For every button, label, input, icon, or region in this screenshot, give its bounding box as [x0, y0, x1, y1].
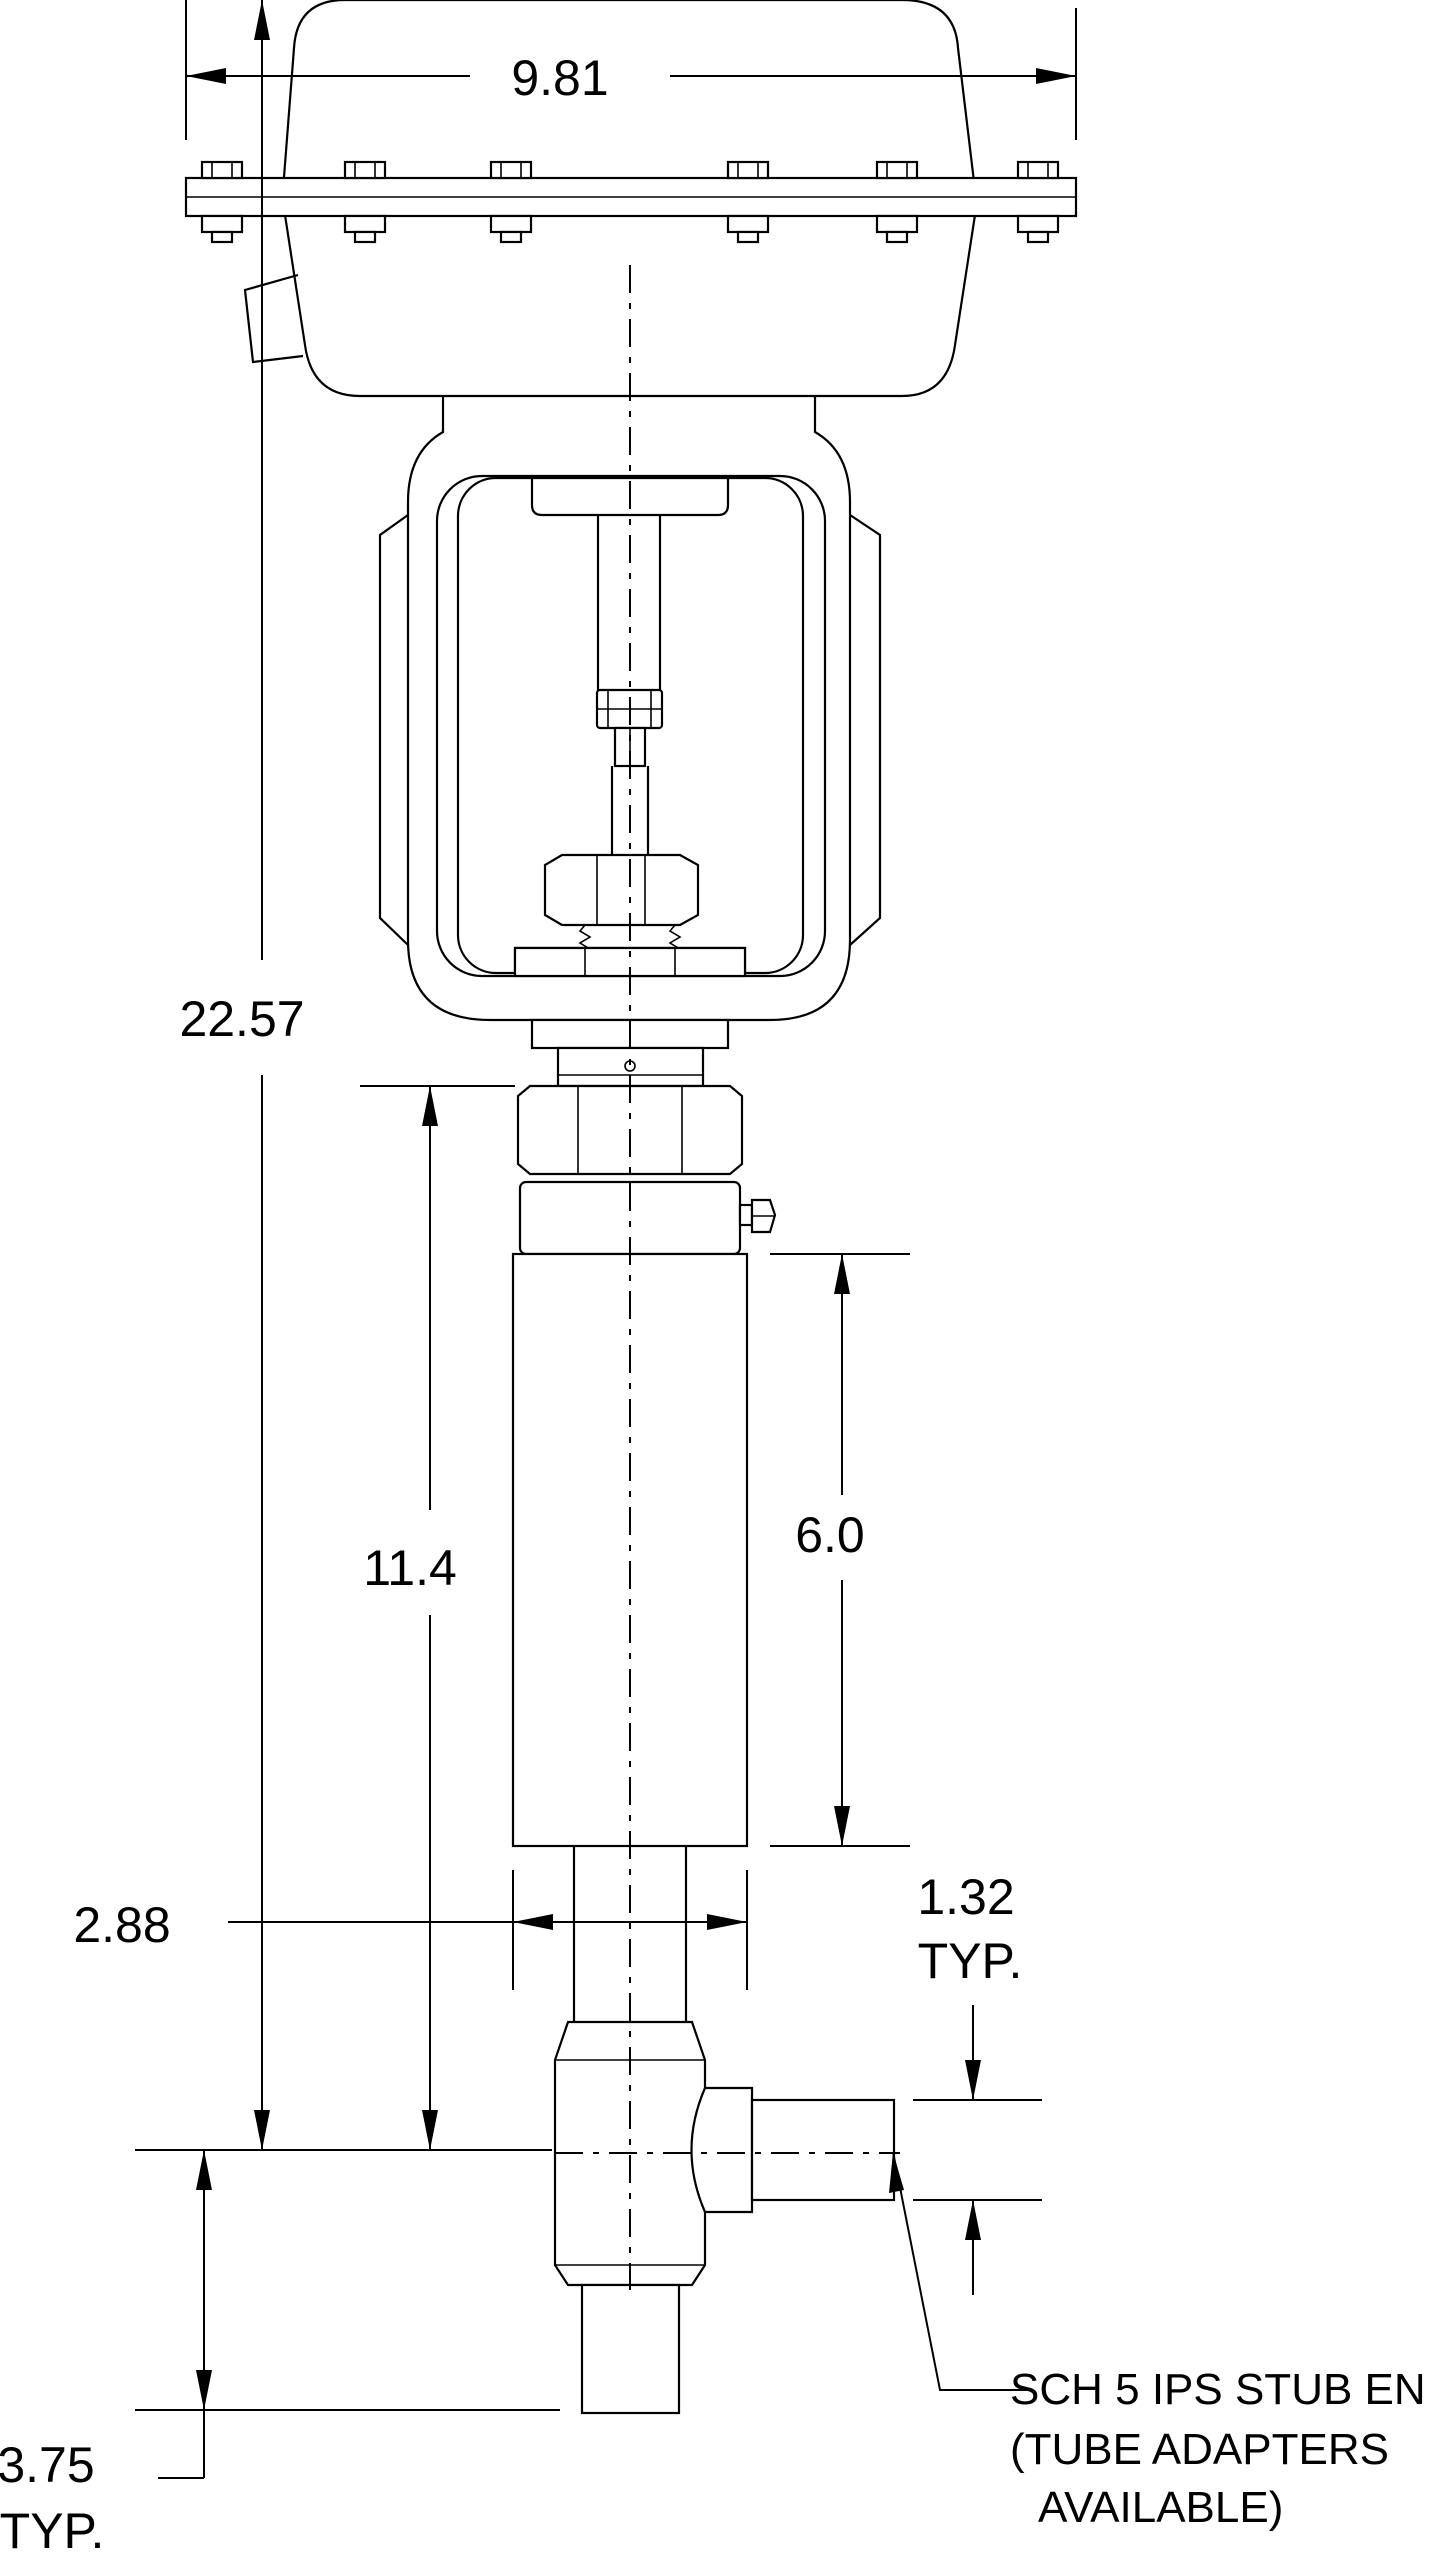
dim-overall-height: 22.57	[179, 991, 304, 1047]
yoke-lock-nut	[543, 853, 700, 927]
side-stub-end	[750, 2098, 896, 2202]
bottom-stub-end	[580, 2283, 681, 2415]
centerlines	[555, 265, 900, 2290]
note-line-3: AVAILABLE)	[1038, 2483, 1283, 2532]
actuator-housing	[184, 0, 1078, 398]
stub-end-note: SCH 5 IPS STUB ENDS (TUBE ADAPTERS AVAIL…	[1010, 2365, 1429, 2532]
dim-stub-length-note: TYP.	[0, 2503, 104, 2559]
dim-overall-width: 9.81	[511, 50, 608, 106]
dim-stub-diameter-note: TYP.	[918, 1933, 1023, 1989]
dim-stub-length: 3.75	[0, 2437, 95, 2493]
dimension-lines	[135, 0, 1077, 2479]
note-line-1: SCH 5 IPS STUB ENDS	[1010, 2365, 1429, 2414]
dim-body-height: 11.4	[363, 1540, 457, 1596]
dim-bonnet-length: 6.0	[795, 1507, 865, 1563]
note-line-2: (TUBE ADAPTERS	[1010, 2425, 1389, 2474]
flange-bolts	[200, 160, 1060, 244]
dim-stub-diameter: 1.32	[917, 1869, 1014, 1925]
vent-port	[243, 273, 304, 364]
dimension-labels: 9.81 22.57 11.4 6.0 2.88 1.32 TYP. 3.75 …	[0, 50, 1022, 2559]
valve-bonnet	[511, 1018, 896, 2415]
dim-bonnet-diameter: 2.88	[73, 1897, 170, 1953]
stem-assembly	[513, 478, 747, 978]
side-port-boss	[690, 2086, 754, 2214]
